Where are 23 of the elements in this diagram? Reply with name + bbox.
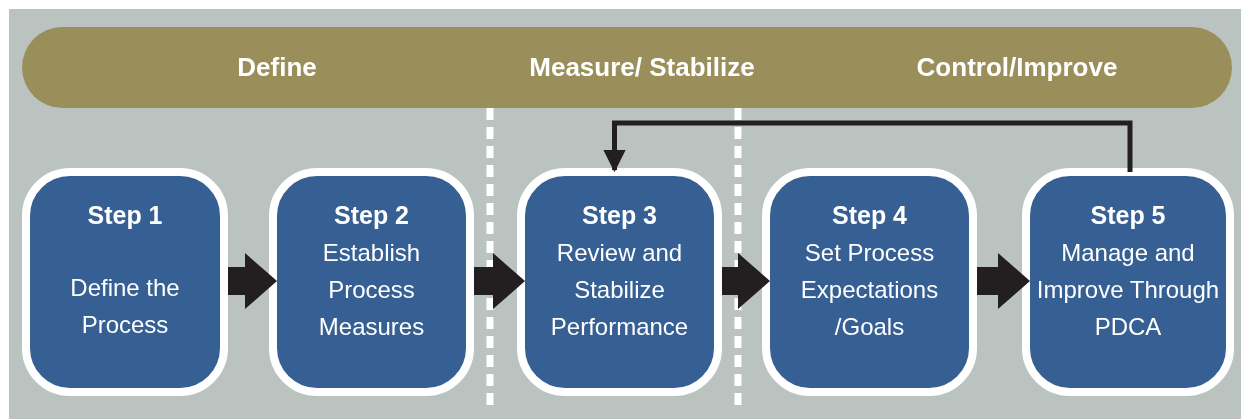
arrow — [977, 253, 1030, 309]
step-description: Define the Process — [69, 273, 181, 340]
step-title: Step 1 — [87, 200, 163, 231]
step-box — [517, 168, 722, 396]
arrow — [228, 253, 277, 309]
step-box — [1022, 168, 1234, 396]
step-description: Set Process Expectations /Goals — [799, 238, 940, 342]
phase-label: Define — [237, 51, 317, 85]
step-box — [22, 168, 228, 396]
step-title: Step 4 — [832, 200, 907, 231]
step-description: Manage and Improve Through PDCA — [1035, 238, 1221, 342]
feedback-arrow — [603, 120, 1133, 173]
step-description: Establish Process Measures — [317, 238, 426, 342]
step-description: Review and Stabilize Performance — [549, 238, 690, 342]
step-box — [269, 168, 474, 396]
arrow — [474, 253, 525, 309]
step-title: Step 3 — [582, 200, 657, 231]
step-title: Step 5 — [1090, 200, 1166, 231]
phase-label: Measure/ Stabilize — [529, 51, 755, 85]
step-title: Step 2 — [334, 200, 409, 231]
phase-label: Control/Improve — [916, 51, 1118, 85]
step-box — [762, 168, 977, 396]
arrow — [722, 253, 770, 309]
